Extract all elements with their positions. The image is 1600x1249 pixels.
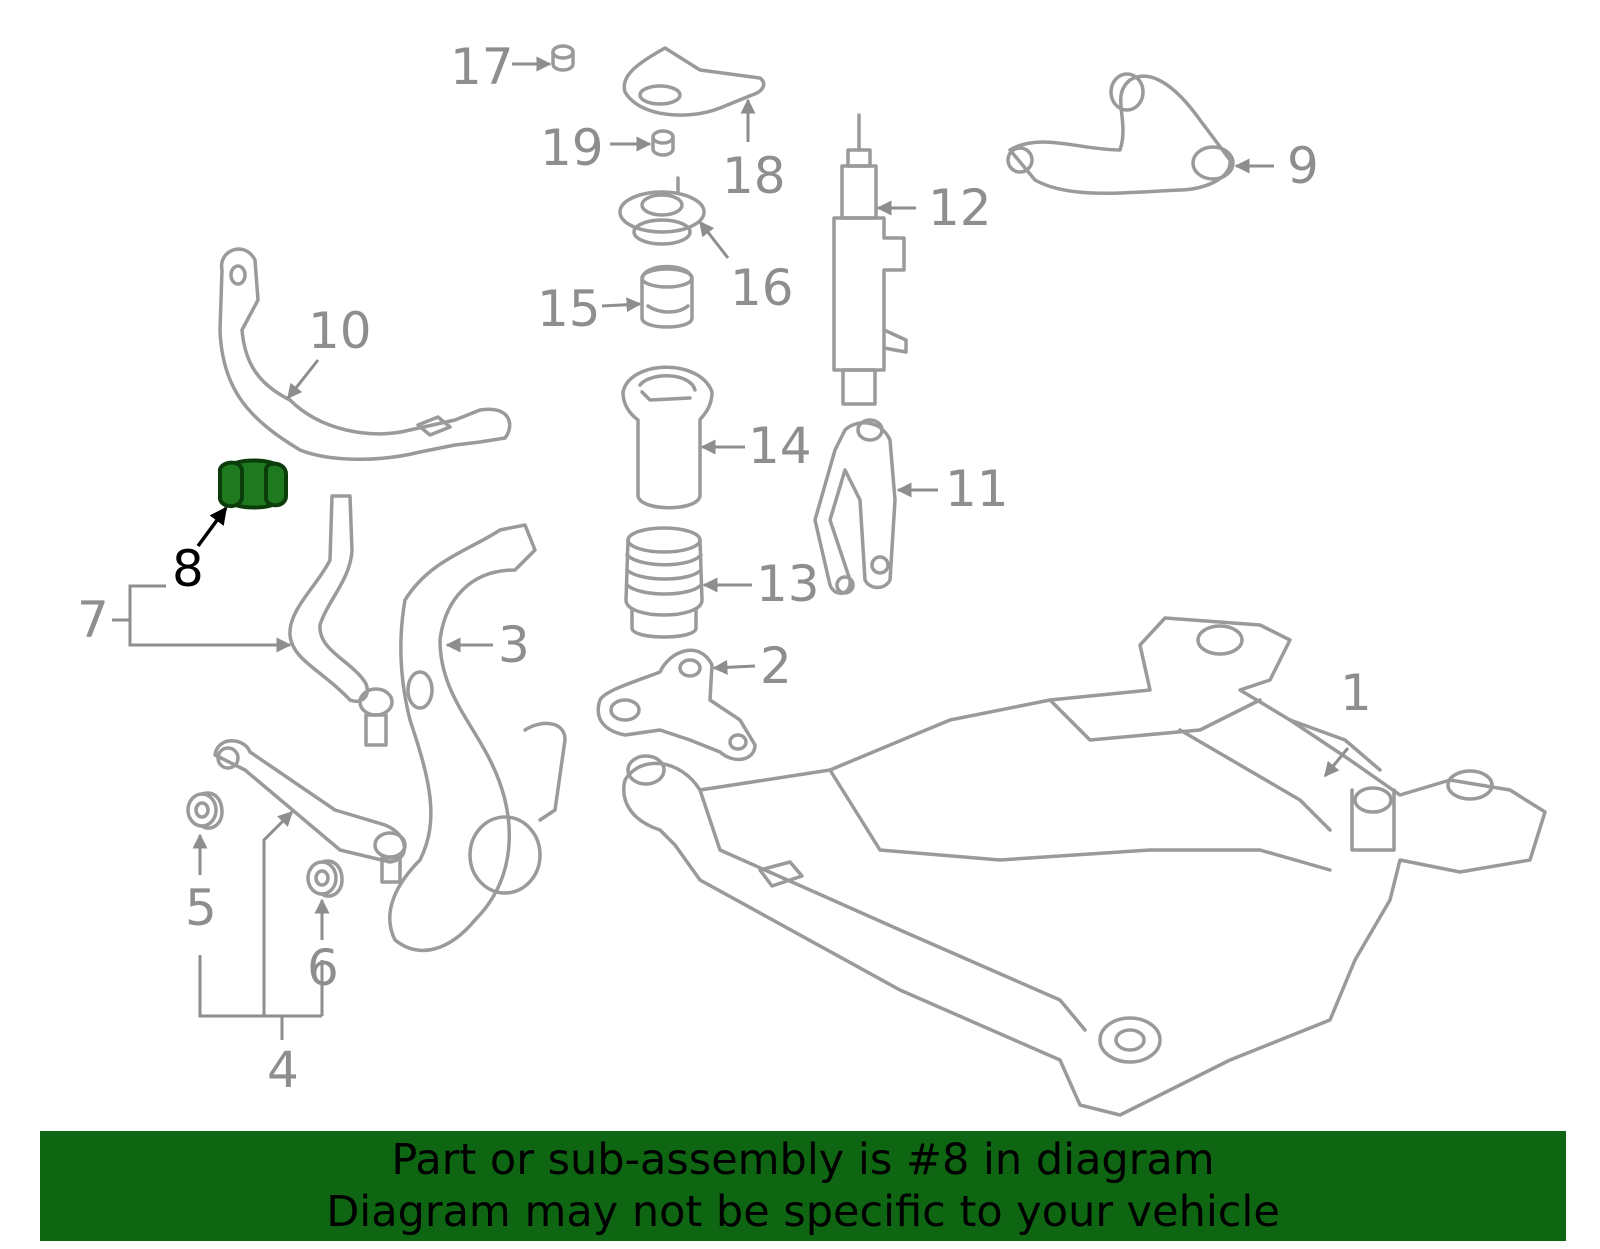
leader-2 <box>712 659 756 675</box>
callout-7: 7 <box>77 591 109 649</box>
part-16-strut-mount <box>618 176 706 246</box>
leader-4-arm <box>262 810 294 1016</box>
part-18-mount-plate <box>622 46 766 117</box>
part-15-bump-stop <box>640 264 694 329</box>
banner-line-2: Diagram may not be specific to your vehi… <box>326 1187 1280 1237</box>
leader-10 <box>286 359 320 400</box>
part-6-bushing <box>306 859 344 898</box>
leader-8 <box>196 506 228 548</box>
part-1-subframe <box>622 616 1547 1117</box>
callout-13: 13 <box>756 555 820 613</box>
part-13-bellows <box>624 526 704 639</box>
callout-9: 9 <box>1287 137 1319 195</box>
part-7-lower-arm <box>288 494 394 747</box>
banner-line-1: Part or sub-assembly is #8 in diagram <box>391 1135 1215 1185</box>
callout-18: 18 <box>722 147 786 205</box>
part-12-strut <box>832 113 908 406</box>
callout-12: 12 <box>928 179 992 237</box>
callout-5: 5 <box>185 879 217 937</box>
callout-2: 2 <box>760 637 792 695</box>
callout-17: 17 <box>450 38 514 96</box>
callout-16: 16 <box>730 259 794 317</box>
part-17-cap <box>551 44 575 72</box>
leader-15 <box>601 297 642 313</box>
callout-10: 10 <box>308 302 372 360</box>
callout-19: 19 <box>540 119 604 177</box>
part-3-knuckle <box>388 523 567 953</box>
callout-1: 1 <box>1340 664 1372 722</box>
callout-15: 15 <box>537 280 601 338</box>
leader-7 <box>128 584 292 653</box>
callout-3: 3 <box>498 616 530 674</box>
part-2-bracket <box>596 648 757 762</box>
part-14-dust-boot <box>621 365 714 510</box>
callout-6: 6 <box>307 939 339 997</box>
callout-4: 4 <box>267 1041 299 1099</box>
callout-labels: 17 18 19 16 15 14 13 12 9 11 10 3 2 1 7 … <box>77 38 1372 1099</box>
leader-16 <box>698 220 730 259</box>
info-banner: Part or sub-assembly is #8 in diagram Di… <box>40 1131 1566 1241</box>
leader-4-bracket <box>198 955 322 1018</box>
callout-11: 11 <box>945 460 1009 518</box>
part-4-lateral-arm <box>213 739 407 884</box>
part-9-upper-control-arm <box>1006 72 1235 196</box>
part-19-bushing <box>651 129 675 157</box>
callout-14: 14 <box>748 417 812 475</box>
part-10-stabilizer-bar <box>218 247 512 461</box>
leader-lines <box>112 56 1350 1040</box>
part-8-bushing-highlighted <box>217 458 288 510</box>
part-11-lower-link <box>813 418 897 595</box>
part-5-bushing <box>186 791 224 830</box>
leader-1 <box>1323 747 1350 778</box>
callout-8: 8 <box>172 540 204 598</box>
